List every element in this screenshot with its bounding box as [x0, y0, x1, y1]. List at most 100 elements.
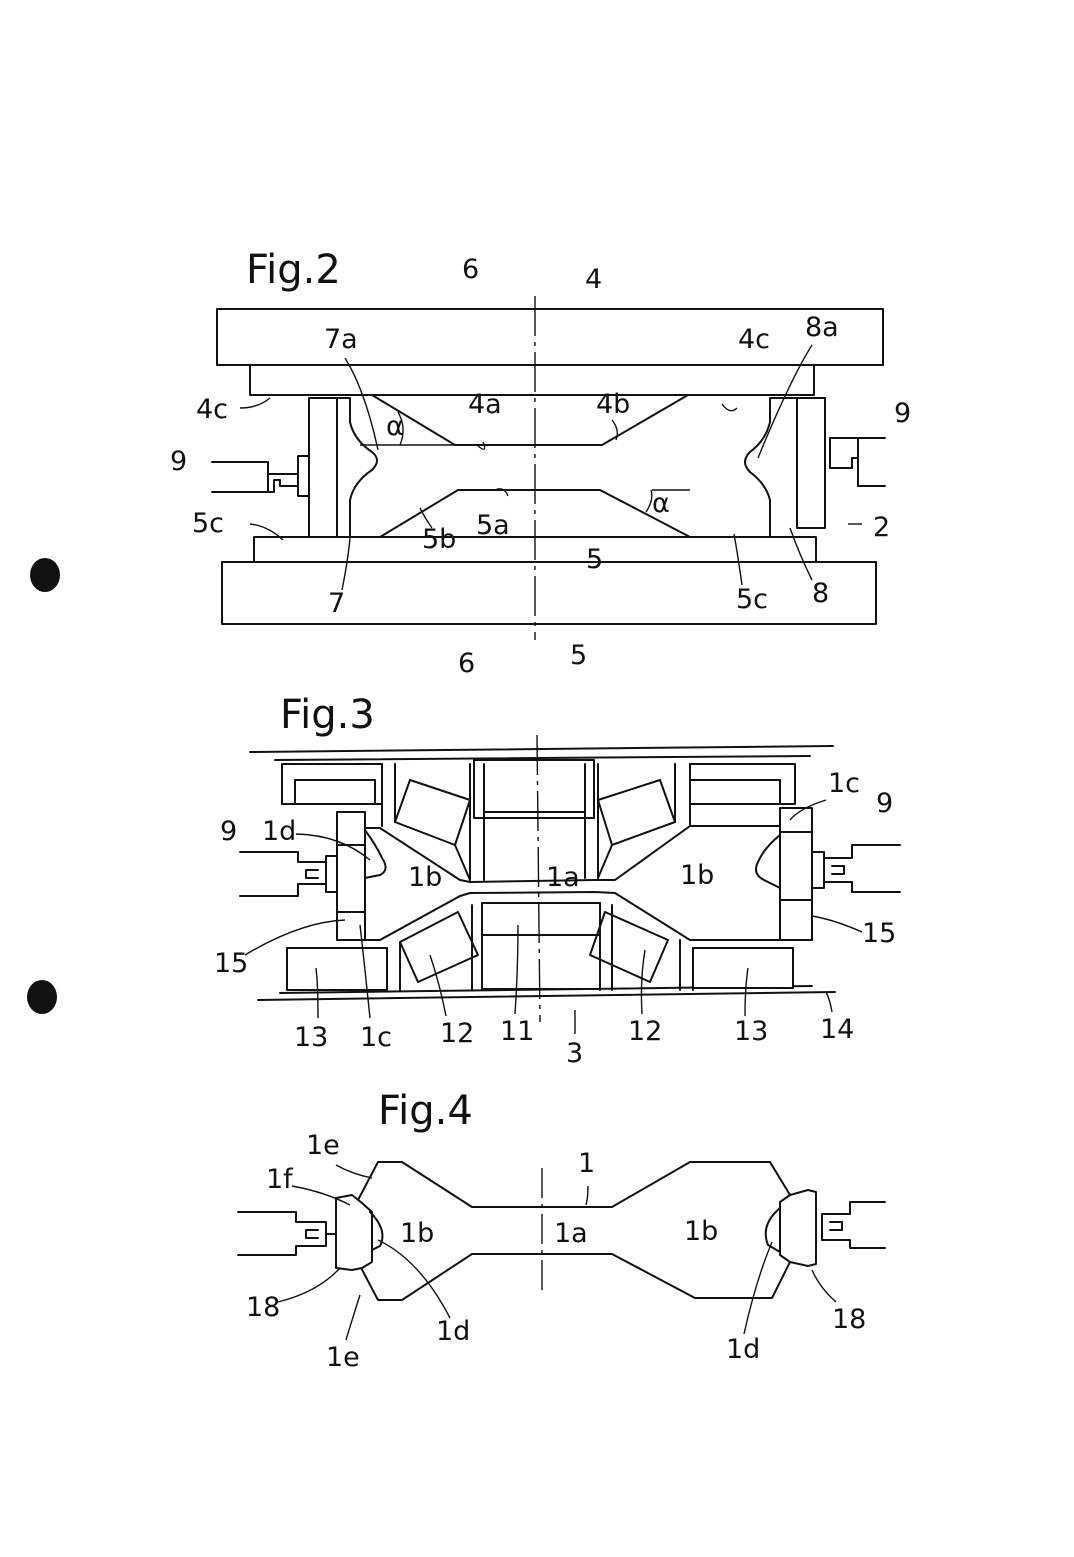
right-slide-8a-contour: [745, 398, 797, 537]
fig4-label-1b-left: 1b: [400, 1218, 434, 1249]
label-7: 7: [328, 588, 345, 619]
label-5b: 5b: [422, 524, 456, 555]
fig3-label-13-left: 13: [294, 1022, 328, 1053]
fig3-label-12-right: 12: [628, 1016, 662, 1047]
fig4-label-1d-right: 1d: [726, 1334, 760, 1365]
fig4-label-1b-right: 1b: [684, 1216, 718, 1247]
fig4-title: Fig.4: [378, 1088, 473, 1134]
fig3-label-1c-right: 1c: [828, 768, 860, 799]
fig4-right-actuator: [822, 1202, 885, 1248]
right-slide-8: [797, 398, 825, 528]
fig3-label-3: 3: [566, 1038, 583, 1069]
fig3-title: Fig.3: [280, 692, 375, 738]
fig3-left-actuator-notch: [306, 870, 318, 878]
fig3-label-15-left: 15: [214, 948, 248, 979]
left-actuator: [212, 462, 298, 492]
fig3-bottom-block-11: [482, 903, 600, 989]
leader-14: [826, 992, 832, 1012]
fig3-right-actuator: [824, 845, 900, 892]
leader-1: [586, 1186, 588, 1205]
label-9-left: 9: [170, 446, 187, 477]
label-alpha-left: α: [386, 411, 404, 442]
bottom-platen: [222, 562, 876, 624]
fig4-label-1f: 1f: [266, 1164, 294, 1195]
label-4c-left: 4c: [196, 394, 228, 425]
fig4-label-1e-top: 1e: [306, 1130, 340, 1161]
label-5-bottom: 5: [570, 640, 587, 671]
figure-4: Fig.4 1e 1 1f 1b 1a 1b 18 1d: [238, 1088, 885, 1373]
fig3-top-plate-line: [250, 746, 833, 752]
fig3-label-1a: 1a: [546, 862, 580, 893]
label-5c-right: 5c: [736, 584, 768, 615]
fig4-left-end-18: [336, 1195, 372, 1270]
label-5a: 5a: [476, 510, 510, 541]
fig3-left-punch-1d: [365, 830, 386, 878]
fig3-bottom-block-13-left: [287, 948, 387, 990]
leader-1e-top: [336, 1165, 372, 1178]
fig3-left-actuator-head: [326, 856, 337, 892]
fig3-label-15-right: 15: [862, 918, 896, 949]
figure-3: Fig.3: [214, 692, 900, 1069]
label-alpha-right: α: [652, 488, 670, 519]
fig3-label-13-right: 13: [734, 1016, 768, 1047]
leader-15-right: [812, 916, 862, 932]
label-8a: 8a: [805, 312, 839, 343]
figure-2: Fig.2: [170, 247, 911, 679]
fig4-right-punch-1d: [766, 1208, 780, 1252]
label-5-mid: 5: [586, 544, 603, 575]
fig4-label-1: 1: [578, 1148, 595, 1179]
fig3-label-1d: 1d: [262, 816, 296, 847]
label-7a: 7a: [324, 324, 358, 355]
fig4-right-end-18: [780, 1190, 816, 1266]
fig3-label-9-left: 9: [220, 816, 237, 847]
label-6-bottom: 6: [458, 648, 475, 679]
fig4-label-1a: 1a: [554, 1218, 588, 1249]
fig3-right-slide-15: [780, 808, 812, 940]
fig3-label-12-left: 12: [440, 1018, 474, 1049]
fig3-top-wedge-12-right: [598, 780, 675, 845]
fig3-right-actuator-notch: [832, 866, 844, 874]
fig3-right-actuator-head: [812, 852, 824, 888]
fig3-label-1b-left: 1b: [408, 862, 442, 893]
leader-1d-right: [744, 1242, 772, 1334]
fig3-label-14: 14: [820, 1014, 854, 1045]
fig3-top-wedge-legs: [455, 845, 612, 880]
fig3-label-11: 11: [500, 1016, 534, 1047]
leader-18-left: [278, 1268, 340, 1302]
leader-1d-left: [378, 1240, 450, 1318]
fig3-bottom-plate-line: [258, 992, 835, 1000]
label-8: 8: [812, 578, 829, 609]
top-platen: [217, 309, 883, 365]
fig3-top-block-11: [474, 760, 594, 818]
left-slide-7: [309, 398, 337, 537]
fig3-bottom-wedge-12-right: [590, 912, 668, 982]
fig4-left-actuator-notch: [306, 1230, 318, 1238]
label-4b: 4b: [596, 389, 630, 420]
label-4a: 4a: [468, 389, 502, 420]
fig4-left-actuator: [238, 1212, 326, 1255]
label-5c-left: 5c: [192, 508, 224, 539]
fig2-title: Fig.2: [246, 247, 341, 293]
label-4-top: 4: [585, 264, 602, 295]
leader-4c-left: [240, 398, 270, 408]
label-4c-right: 4c: [738, 324, 770, 355]
left-slide-7a-contour: [337, 398, 377, 537]
fig4-right-actuator-notch: [830, 1222, 842, 1230]
fig4-label-1e-bottom: 1e: [326, 1342, 360, 1373]
alpha-arc-right: [646, 490, 652, 512]
left-actuator-head: [298, 456, 309, 496]
fig3-bottom-block-13-right: [693, 948, 793, 988]
fig3-top-block-13-left-inner: [295, 780, 375, 804]
top-die-plate: [250, 365, 814, 395]
fig4-label-18-right: 18: [832, 1304, 866, 1335]
fig3-label-9-right: 9: [876, 788, 893, 819]
fig4-label-18-left: 18: [246, 1292, 280, 1323]
punch-hole-top: [30, 558, 60, 592]
fig3-label-1c-bottom: 1c: [360, 1022, 392, 1053]
lower-die-cavity: [350, 490, 770, 537]
fig3-label-1b-right: 1b: [680, 860, 714, 891]
fig3-top-wedge-12-left: [395, 780, 470, 845]
leader-18-right: [812, 1270, 836, 1302]
leader-1e-bottom: [346, 1295, 360, 1340]
leader-4c-right: [722, 404, 737, 411]
